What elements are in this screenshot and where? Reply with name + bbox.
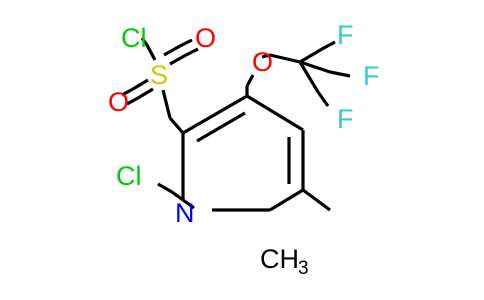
bond-n-c2-half bbox=[189, 203, 195, 210]
bond-o-cf3-half bbox=[261, 53, 271, 59]
bond-s-o-left-c bbox=[137, 87, 154, 100]
bond-ocf3-c bbox=[269, 53, 301, 64]
atom-labels: Cl S O O O F F F Cl N CH 3 bbox=[108, 20, 380, 279]
bond-c2-cl bbox=[171, 190, 184, 202]
bond-c6-methyl bbox=[302, 188, 331, 212]
bond-c2-n bbox=[182, 198, 191, 207]
atom-cl-sulfonyl: Cl bbox=[121, 23, 147, 53]
atom-f-top: F bbox=[337, 20, 354, 50]
bond-s-o-top-d bbox=[179, 38, 193, 48]
bond-c4-c5 bbox=[246, 94, 304, 132]
bond-s-o-top-a bbox=[169, 53, 187, 66]
bond-c-f-top-a bbox=[299, 47, 323, 64]
atom-o-top: O bbox=[195, 23, 216, 53]
bond-c-f-right-b bbox=[329, 70, 351, 78]
bond-s-o-left-d bbox=[126, 96, 139, 106]
atom-f-right: F bbox=[363, 61, 380, 91]
bond-s-o-top-c bbox=[163, 44, 181, 57]
bond-s-o-left-b bbox=[121, 87, 134, 97]
bond-s-cl-half bbox=[145, 44, 157, 61]
bond-s-o-left-a bbox=[132, 78, 149, 91]
bond-s-o-top-b bbox=[185, 47, 199, 57]
bond-o-c4-half bbox=[245, 74, 255, 87]
bond-c-f-bottom-b bbox=[316, 91, 330, 107]
bonds-black bbox=[168, 53, 331, 212]
atom-methyl-ch: CH bbox=[260, 244, 299, 274]
atom-f-bottom: F bbox=[337, 104, 354, 134]
atom-n: N bbox=[175, 198, 195, 228]
atom-methyl-subscript: 3 bbox=[298, 258, 309, 279]
bond-c3-c4 bbox=[182, 94, 248, 135]
atom-cl-ring: Cl bbox=[116, 161, 142, 191]
bond-c6-n bbox=[269, 188, 304, 212]
atom-o-left: O bbox=[108, 87, 129, 117]
bond-cl-c2-half bbox=[157, 182, 173, 194]
bond-cl-s-half bbox=[140, 37, 149, 46]
bond-c3-c4-inner bbox=[196, 111, 246, 143]
bond-c3-s bbox=[168, 116, 185, 135]
atom-s: S bbox=[150, 60, 168, 90]
bond-c-f-bottom-a bbox=[298, 61, 320, 93]
bonds-colored bbox=[121, 37, 351, 212]
bond-c-f-right-a bbox=[299, 60, 331, 74]
bond-c-f-top-b bbox=[321, 40, 336, 51]
bond-s-c3-half bbox=[161, 89, 172, 119]
atom-o-ether: O bbox=[252, 47, 273, 77]
